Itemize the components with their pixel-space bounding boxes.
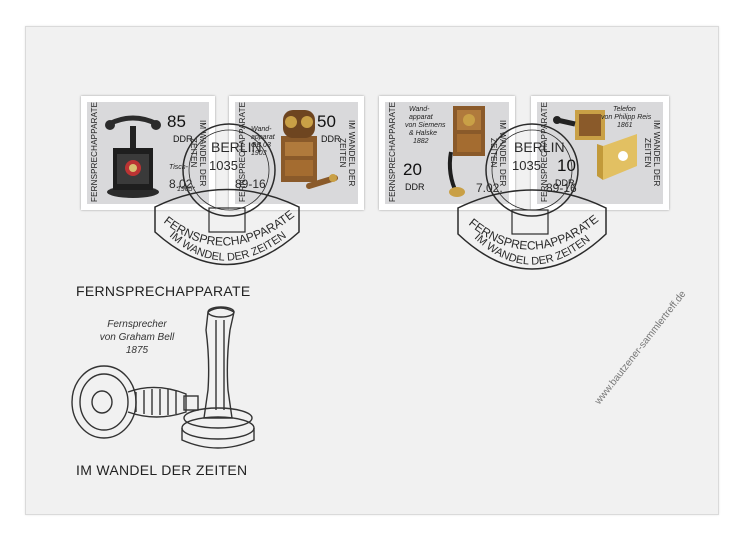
caption-line: 1875 <box>125 345 149 356</box>
stamp-caption-line: 1905 <box>177 186 193 193</box>
stamp-currency: DDR <box>405 182 425 192</box>
table-telephone-icon <box>105 115 161 198</box>
stamp-side-text-left: FERNSPRECHAPPARATE <box>540 101 549 202</box>
stamp-caption-line: 1882 <box>413 138 429 145</box>
cover-heading-top: FERNSPRECHAPPARATE <box>76 283 251 299</box>
stamp-side-text-right: IM WANDEL DER ZEITEN <box>338 119 356 187</box>
wall-telephone-icon <box>281 110 338 189</box>
stamp-85: FERNSPRECHAPPARATE IM WANDEL DER ZEITEN … <box>81 96 215 210</box>
stamp-side-text-left: FERNSPRECHAPPARATE <box>238 101 247 202</box>
bell-telephone-illustration <box>71 306 255 449</box>
reis-telephone-icon <box>553 110 637 180</box>
stamp-caption-line: Wand- <box>251 126 272 133</box>
cover-heading-bottom: IM WANDEL DER ZEITEN <box>76 462 248 478</box>
stamp-caption-line: 1861 <box>617 122 633 129</box>
stamp-value: 10 <box>557 156 576 175</box>
stamp-side-text-right: IM WANDEL DER ZEITEN <box>189 119 207 187</box>
stamp-caption-line: von Siemens <box>405 122 446 129</box>
stamp-caption-line: Telefon <box>613 106 636 113</box>
stamp-side-text-right: IM WANDEL DER ZEITEN <box>489 119 507 187</box>
illustration-caption: Fernsprecher von Graham Bell 1875 <box>82 318 192 357</box>
stamp-value: 85 <box>167 112 186 131</box>
stamp-50: FERNSPRECHAPPARATE IM WANDEL DER ZEITEN … <box>229 96 364 210</box>
stamp-currency: DDR <box>173 134 193 144</box>
stamp-10: FERNSPRECHAPPARATE IM WANDEL DER ZEITEN … <box>531 96 669 210</box>
stamp-caption-line: OB 03 <box>251 142 271 149</box>
stamp-caption-line: von Philipp Reis <box>601 114 652 121</box>
stamp-side-text-left: FERNSPRECHAPPARATE <box>388 101 397 202</box>
stamp-currency: DDR <box>555 178 575 188</box>
stamp-value: 50 <box>317 112 336 131</box>
stamp-side-text-left: FERNSPRECHAPPARATE <box>90 101 99 202</box>
stamp-currency: DDR <box>321 134 341 144</box>
stamp-caption-line: 1903 <box>251 150 267 157</box>
stamp-caption-line: apparat <box>409 114 433 121</box>
stamp-value: 20 <box>403 160 422 179</box>
stamp-caption-line: apparat <box>251 134 275 141</box>
stamp-caption-line: Wand- <box>409 106 430 113</box>
caption-line: von Graham Bell <box>99 332 175 343</box>
stamp-20: FERNSPRECHAPPARATE IM WANDEL DER ZEITEN … <box>379 96 515 210</box>
stamp-caption-line: Tisch- <box>169 164 188 171</box>
caption-line: Fernsprecher <box>107 319 167 330</box>
wall-telephone-icon <box>447 106 485 197</box>
stamp-side-text-right: IM WANDEL DER ZEITEN <box>643 119 661 187</box>
stamp-caption-line: & Halske <box>409 130 438 137</box>
